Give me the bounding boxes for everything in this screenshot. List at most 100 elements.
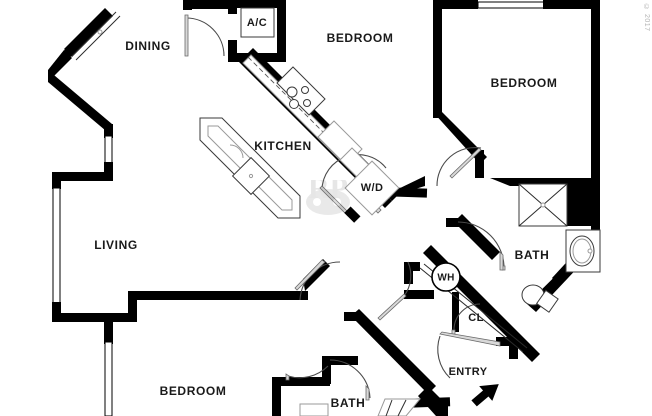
copyright-notice: © 2017 <box>643 4 650 32</box>
water-heater-circle <box>431 262 461 292</box>
wall-bath-east <box>591 178 600 238</box>
counter-upper-overhead-dash <box>247 56 371 180</box>
walls-layer <box>48 0 600 416</box>
wall-bath2-hall-jamb <box>344 312 360 321</box>
wall-bedroom2-north-b <box>543 0 600 9</box>
door-leaf-bedroom2 <box>449 147 482 179</box>
wall-entry-jamb <box>496 337 518 346</box>
wall-ac-closet-top <box>228 0 286 8</box>
door-leaf-bath2 <box>285 373 290 381</box>
wall-bath2-north-jog <box>322 356 331 384</box>
wd-box <box>344 160 400 216</box>
door-leaf-ac-closet <box>184 14 189 57</box>
burner-3 <box>289 99 299 109</box>
wall-bedroom2-north-a <box>433 0 478 9</box>
closet-label-cl: CL <box>468 312 483 324</box>
island-sink-drain <box>248 173 254 179</box>
bath2-tub-line-2 <box>397 399 407 416</box>
wall-living-south <box>52 313 137 322</box>
wall-living-west-bottom <box>52 302 61 322</box>
burner-1 <box>286 86 298 98</box>
wall-living-west-top <box>52 172 61 189</box>
door-leaf-living-hall <box>294 259 326 291</box>
wall-bath2-north <box>272 377 330 386</box>
wall-ac-hall-top <box>183 0 231 9</box>
room-label-bath-east: BATH <box>515 248 550 262</box>
closet-label-ac: A/C <box>247 17 267 29</box>
closet-labels-layer: A/C W/D CL <box>240 7 483 324</box>
bath2-tub-line-1 <box>385 399 393 416</box>
door-leaf-wh <box>377 293 407 321</box>
door-swing-bedroom2 <box>436 146 482 187</box>
room-label-living: LIVING <box>94 238 138 252</box>
door-swing-entry <box>437 335 451 379</box>
slider-dining-handle <box>97 29 103 35</box>
window-bedroom2-north <box>477 1 545 9</box>
room-label-entry: ENTRY <box>449 366 488 378</box>
door-swing-cl <box>453 303 481 331</box>
door-leaf-bath1-panel <box>499 251 504 271</box>
slider-dining-line-2 <box>75 15 121 61</box>
wall-bath-west-angle <box>454 214 500 260</box>
wall-wh-top-stub <box>404 262 420 271</box>
island-sink-faucet <box>229 144 244 159</box>
wall-living-south-upper <box>128 291 308 300</box>
room-label-bedroom-east: BEDROOM <box>491 76 558 90</box>
wall-living-jog-horizontal <box>52 172 113 181</box>
room-label-bedroom-south: BEDROOM <box>160 384 227 398</box>
door-leaf-bedroom3 <box>365 385 370 401</box>
window-bedroom3-west <box>104 341 113 416</box>
wall-ac-closet-bottom <box>228 53 286 62</box>
wall-dining-bay-lower <box>48 70 112 136</box>
wall-wh-bottom <box>404 290 434 299</box>
wall-entry-jamb-vert <box>509 337 518 359</box>
wall-wh-left <box>404 262 413 284</box>
bath1-fixtures <box>518 183 601 313</box>
vanity-faucet <box>587 248 593 254</box>
window-left-upper <box>104 135 113 165</box>
wall-dining-bay-upper <box>48 50 72 82</box>
water-heater-label: WH <box>437 273 454 284</box>
entry-arrow-group <box>471 384 499 407</box>
wall-hall-node-left-b <box>388 187 428 198</box>
wall-bedroom2-east <box>591 0 600 222</box>
wall-left-window-bottom <box>104 162 113 174</box>
wall-left-window-top <box>104 124 113 138</box>
entry-arrow-icon <box>471 384 499 407</box>
kitchen-fixtures <box>199 54 377 219</box>
closet-label-wd: W/D <box>361 182 384 194</box>
bath2-tub <box>377 398 422 416</box>
bedroom3-closet-shelf <box>299 403 329 416</box>
wall-wd-bottom-stub <box>344 206 361 223</box>
room-label-dining: DINING <box>125 39 171 53</box>
wall-bath2-northeast-angle <box>351 309 436 394</box>
ac-closet-box <box>240 7 275 38</box>
wall-top-left-sliver <box>64 8 113 57</box>
water-heater-tag-group: WH <box>431 262 461 292</box>
bath2-fixtures <box>299 398 422 416</box>
room-labels-layer: DINING BEDROOM BEDROOM KITCHEN LIVING BA… <box>94 31 557 410</box>
range-cooktop <box>276 66 326 116</box>
window-living-west <box>52 187 61 305</box>
room-label-kitchen: KITCHEN <box>254 139 312 153</box>
wall-bath-west-jamb <box>446 218 464 227</box>
wall-bedroom2-west-angle <box>433 112 487 164</box>
door-swing-wh <box>403 261 412 297</box>
washer-dryer-unit <box>344 160 400 216</box>
room-label-bedroom-north: BEDROOM <box>327 31 394 45</box>
wall-bath2-west <box>272 377 281 416</box>
wall-bedroom3-west-top <box>104 322 113 344</box>
door-swing-ac-closet <box>185 17 225 57</box>
burner-4 <box>303 99 311 107</box>
wall-bath2-north-upper <box>322 356 358 365</box>
wall-bedroom2-west <box>433 0 442 118</box>
wall-living-hall-angled <box>303 259 330 291</box>
door-swing-bath2 <box>287 365 329 379</box>
door-leaf-bedroom1 <box>319 185 351 217</box>
door-leaf-entry <box>439 331 501 347</box>
wall-cl-left <box>452 292 459 332</box>
wall-bedroom2-doorjamb <box>475 150 484 178</box>
room-label-bath-south: BATH <box>331 396 366 410</box>
